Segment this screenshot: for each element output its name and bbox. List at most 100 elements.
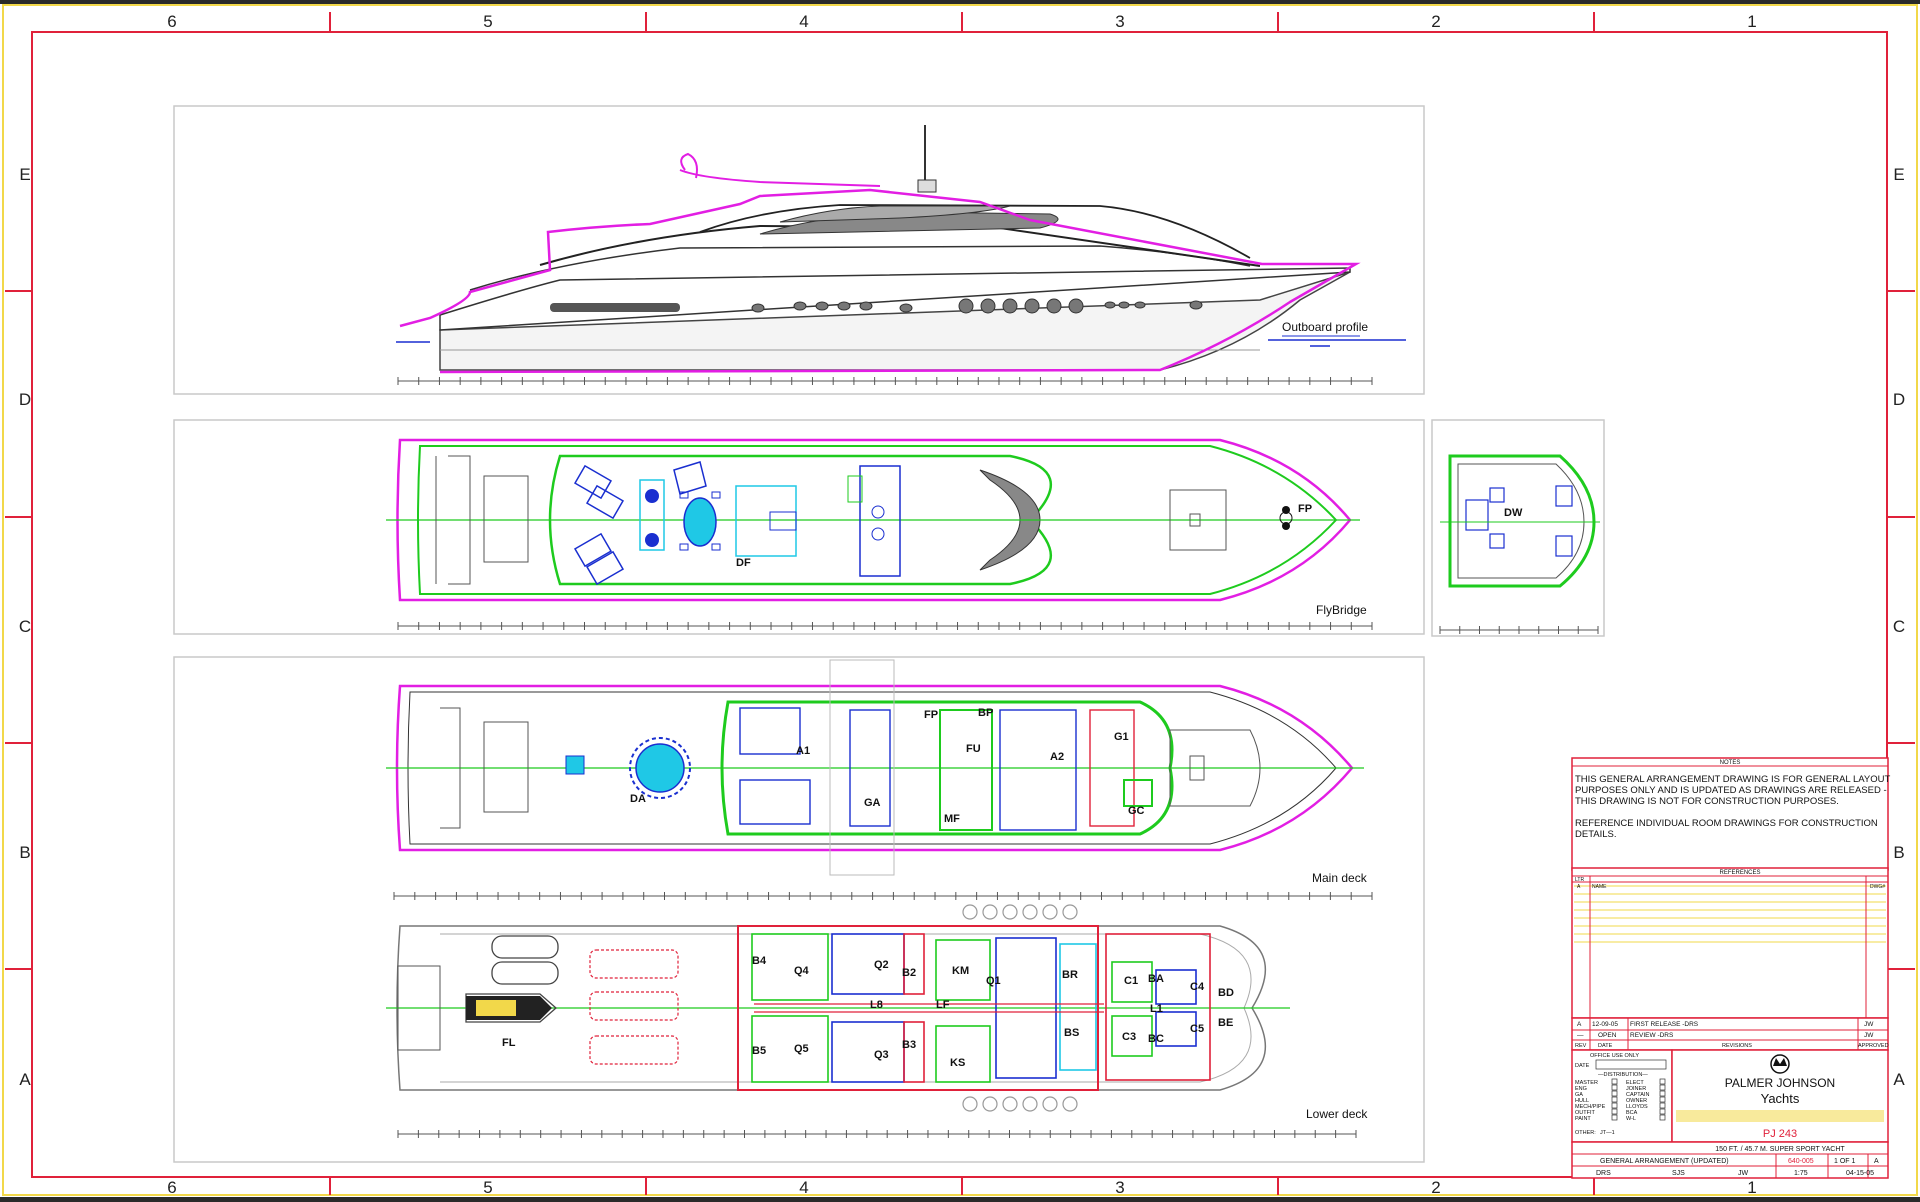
zone-row-label: B [1893,843,1904,862]
references-heading: REFERENCES [1719,870,1760,876]
rev-row-2-desc: REVIEW -DRS [1630,1032,1674,1039]
room-label: FP [1298,503,1312,515]
room-label: A1 [796,745,810,757]
notes-line: PURPOSES ONLY AND IS UPDATED AS DRAWINGS… [1575,785,1887,796]
dist-right: W-L [1626,1116,1636,1122]
project-code: PJ 243 [1763,1128,1797,1140]
room-labels: DF FP DW A1 GA FU A2 G1 GC DA MF FP BP Q… [502,503,1523,1069]
zone-row-label: A [1893,1070,1905,1089]
room-label: G1 [1114,731,1129,743]
room-label: B3 [902,1039,916,1051]
room-label: BE [1218,1017,1233,1029]
rev-header-date: DATE [1598,1043,1613,1049]
zone-row-label: E [19,165,30,184]
room-label: B4 [752,955,767,967]
references-name: NAME [1592,884,1607,890]
room-label: BR [1062,969,1078,981]
zone-column-label: 3 [1115,12,1124,31]
references-dwg: DWG# [1870,884,1885,890]
references-ltr: LTR [1575,877,1584,883]
zone-column-label: 1 [1747,1178,1756,1197]
dist-other-value: JT—1 [1600,1130,1615,1136]
room-label: B5 [752,1045,766,1057]
room-label: DF [736,557,751,569]
label-outboard-profile: Outboard profile [1282,320,1368,334]
zone-row-label: C [1893,617,1905,636]
dist-left: MECH/PIPE [1575,1104,1606,1110]
room-label: KS [950,1057,965,1069]
zone-row-label: E [1893,165,1904,184]
room-label: L8 [870,999,883,1011]
dist-date: DATE [1575,1063,1590,1069]
dist-right: LLOYDS [1626,1104,1648,1110]
dist-left: ENG [1575,1086,1587,1092]
room-label: GA [864,797,881,809]
lower-deck-plan [386,904,1290,1112]
room-label: Q1 [986,975,1001,987]
rev-header-approved: APPROVED [1858,1043,1889,1049]
zone-column-label: 5 [483,12,492,31]
outboard-profile [396,125,1406,374]
label-flybridge: FlyBridge [1316,603,1367,617]
zone-column-label: 6 [167,12,176,31]
room-label: BP [978,707,993,719]
room-label: FU [966,743,981,755]
zone-column-label: 4 [799,12,808,31]
company-sub: Yachts [1761,1091,1800,1106]
room-label: Q4 [794,965,810,977]
main-deck-plan [386,659,1364,876]
room-label: BS [1064,1027,1079,1039]
notes-line: THIS GENERAL ARRANGEMENT DRAWING IS FOR … [1575,774,1891,785]
rev-row-2-date: OPEN [1598,1032,1617,1039]
rev-row-1-desc: FIRST RELEASE -DRS [1630,1021,1699,1028]
room-label: BC [1148,1033,1164,1045]
zone-column-label: 4 [799,1178,808,1197]
rev-row-1-appr: JW [1864,1021,1874,1028]
title-block: NOTES THIS GENERAL ARRANGEMENT DRAWING I… [1571,757,1891,1179]
window-edge [0,0,1920,4]
dist-other: OTHER: [1575,1130,1596,1136]
room-label: C5 [1190,1023,1204,1035]
drawing-title: GENERAL ARRANGEMENT (UPDATED) [1600,1158,1729,1165]
flybridge-detail [1440,454,1600,588]
inner-frame [31,31,1888,1178]
notes-line: DETAILS. [1575,829,1617,840]
drawing-sheet-num: 1 OF 1 [1834,1158,1856,1165]
rev-row-1-date: 12-09-05 [1592,1021,1618,1028]
notes-line: REFERENCE INDIVIDUAL ROOM DRAWINGS FOR C… [1575,818,1878,829]
zone-ticks [5,12,1915,1195]
zone-row-label: C [19,617,31,636]
zone-row-label: B [19,843,30,862]
company-name: PALMER JOHNSON [1725,1076,1835,1090]
dist-right: JOINER [1626,1086,1646,1092]
room-label: LF [936,999,950,1011]
zone-row-label: D [19,390,31,409]
dist-left: OUTFIT [1575,1110,1595,1116]
zone-column-label: 2 [1431,12,1440,31]
zone-row-label: A [19,1070,31,1089]
room-label: BD [1218,987,1234,999]
zone-row-label: D [1893,390,1905,409]
rev-header-revisions: REVISIONS [1722,1043,1752,1049]
dist-right: BCA [1626,1110,1638,1116]
drawing-approved: JW [1738,1170,1749,1177]
room-label: C4 [1190,981,1205,993]
references-row-a: A [1577,884,1581,890]
notes-line: THIS DRAWING IS NOT FOR CONSTRUCTION PUR… [1575,796,1839,807]
zone-column-label: 5 [483,1178,492,1197]
room-label: DA [630,793,646,805]
zone-column-label: 2 [1431,1178,1440,1197]
drawing-number: 640-005 [1788,1158,1814,1165]
label-main-deck: Main deck [1312,871,1368,885]
room-label: FP [924,709,938,721]
dist-left: HULL [1575,1098,1589,1104]
zone-column-label: 6 [167,1178,176,1197]
drawing-date: 04-15-05 [1846,1170,1874,1177]
dist-left: MASTER [1575,1080,1598,1086]
dist-title: —DISTRIBUTION— [1598,1072,1648,1078]
drawing-rev: A [1874,1158,1879,1165]
flybridge-plan [386,438,1360,602]
rev-header-rev: REV [1575,1043,1587,1049]
